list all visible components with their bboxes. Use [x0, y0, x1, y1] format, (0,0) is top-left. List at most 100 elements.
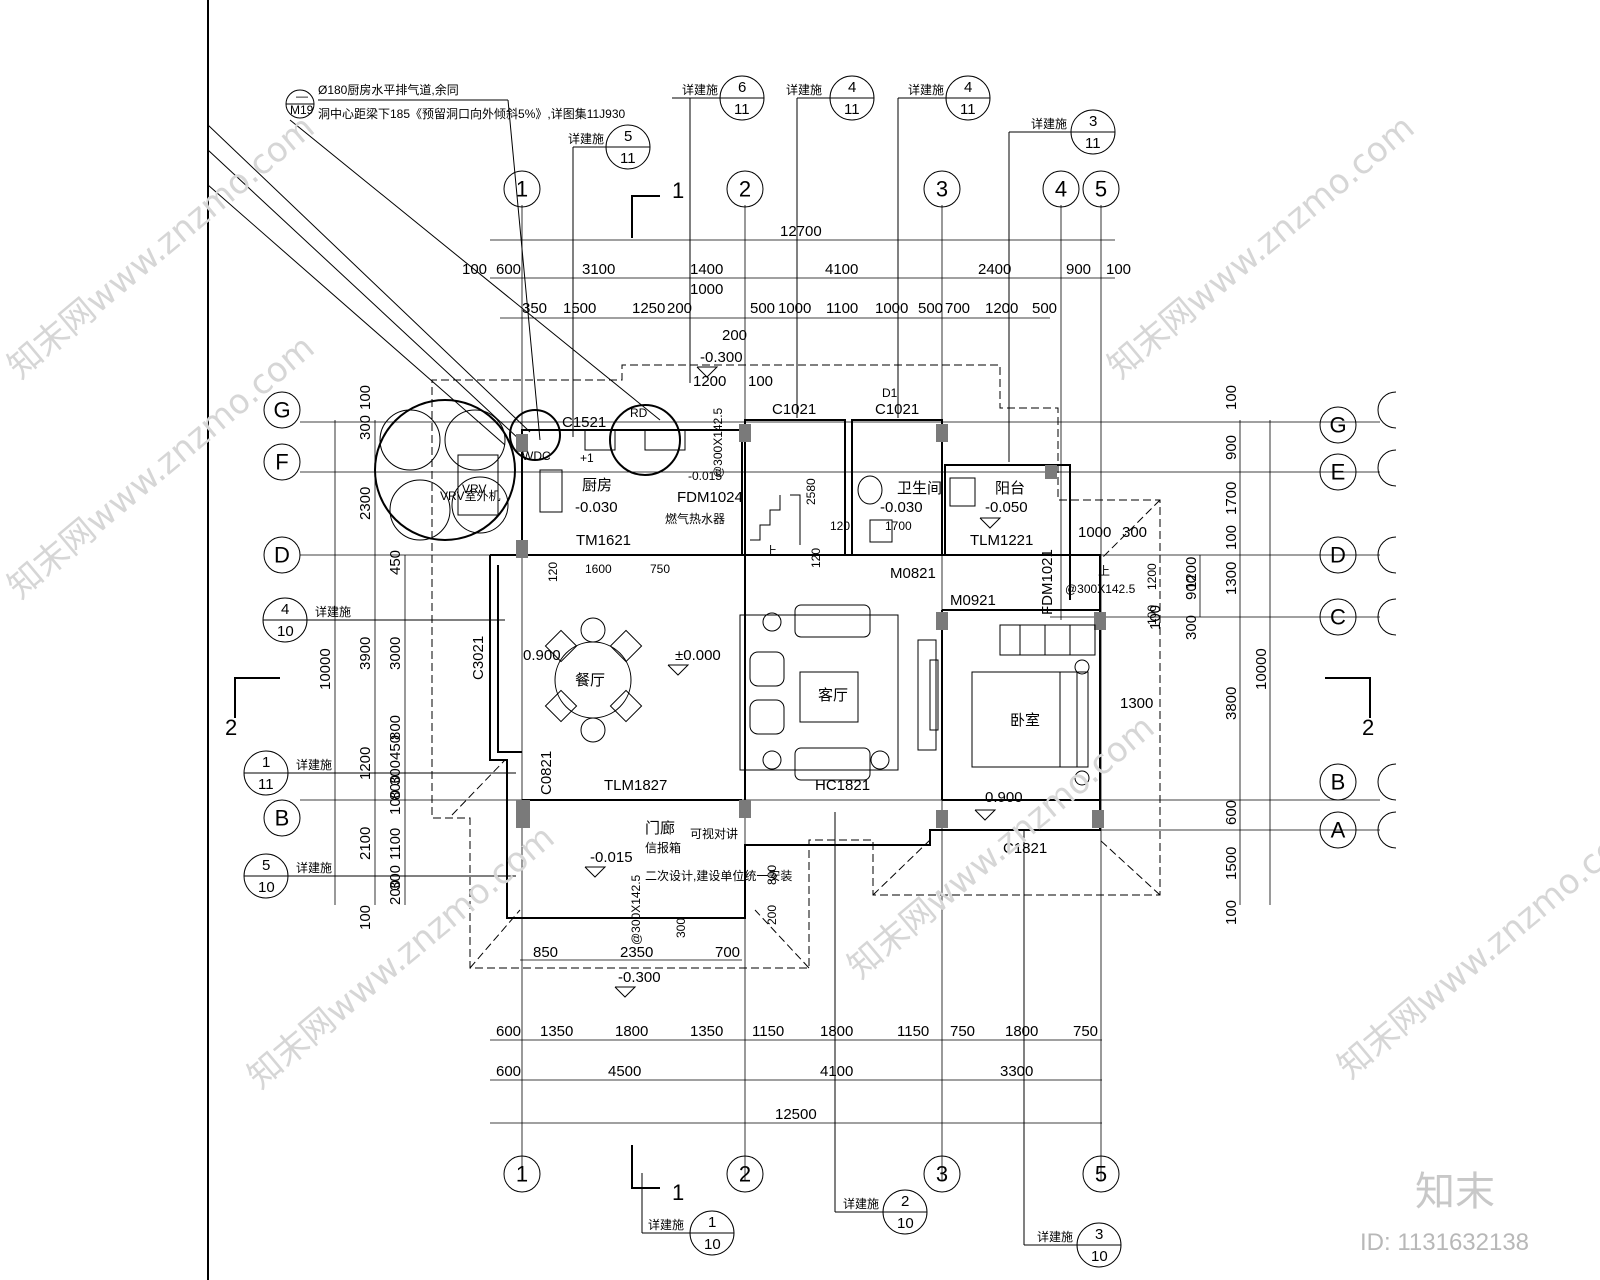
svg-text:2580: 2580	[804, 478, 818, 505]
svg-text:M0821: M0821	[890, 565, 936, 582]
svg-text:100: 100	[1106, 261, 1131, 278]
svg-text:上: 上	[1098, 564, 1110, 578]
leader-line	[207, 149, 521, 441]
svg-text:1100: 1100	[387, 828, 404, 860]
svg-text:750: 750	[650, 562, 670, 576]
svg-text:2300: 2300	[357, 487, 374, 520]
svg-text:1150: 1150	[897, 1023, 929, 1040]
tree-symbols	[374, 399, 681, 541]
callout: 详建施 1 11	[243, 750, 516, 796]
svg-text:3000: 3000	[387, 637, 404, 670]
room-label-balcony: 阳台	[995, 480, 1025, 497]
svg-text:100: 100	[1223, 385, 1240, 410]
svg-text:0.900: 0.900	[523, 647, 561, 664]
callout: 详建施 3 11	[1008, 109, 1116, 462]
detail-callouts: 详建施 6 11 详建施 4 11 详建施 4 11 详建施	[243, 75, 1122, 1268]
svg-text:10: 10	[704, 1236, 721, 1253]
interior-notes: 120 1600 750 120 2580 120 1700 300 800 2…	[440, 406, 1159, 945]
svg-text:1000: 1000	[690, 281, 723, 298]
svg-text:1700: 1700	[1223, 482, 1240, 515]
svg-text:1000: 1000	[875, 300, 908, 317]
svg-text:600: 600	[496, 1023, 521, 1040]
axis-label: F	[275, 450, 288, 475]
svg-text:C1021: C1021	[875, 401, 919, 418]
svg-text:2350: 2350	[620, 944, 653, 961]
callout: 详建施 3 10	[1023, 830, 1122, 1268]
axis-label: G	[1329, 413, 1346, 438]
axis-label: D	[274, 543, 290, 568]
svg-text:1800: 1800	[820, 1023, 853, 1040]
svg-text:5: 5	[624, 128, 632, 145]
bottom-dimensions: 600 1350 1800 1350 1150 1800 1150 750 18…	[490, 944, 1102, 1124]
svg-text:11: 11	[960, 101, 976, 118]
axis-label: 1	[516, 177, 528, 202]
svg-text:-0.030: -0.030	[575, 499, 618, 516]
image-id: ID: 1131632138	[1360, 1229, 1529, 1256]
svg-text:11: 11	[620, 150, 636, 167]
svg-text:1350: 1350	[690, 1023, 723, 1040]
callout: 详建施 4 11	[786, 75, 875, 418]
svg-text:@300X142.5: @300X142.5	[629, 874, 643, 945]
svg-text:洞中心距梁下185《预留洞口向外倾斜5%》,详图集11J93: 洞中心距梁下185《预留洞口向外倾斜5%》,详图集11J930	[318, 106, 626, 121]
svg-text:450: 450	[387, 550, 404, 575]
svg-text:1400: 1400	[690, 261, 723, 278]
svg-text:100: 100	[1145, 605, 1159, 625]
svg-text:4: 4	[964, 79, 972, 96]
svg-text:详建施: 详建施	[568, 131, 604, 146]
section-label: 2	[225, 715, 237, 740]
svg-text:300: 300	[357, 415, 374, 440]
svg-text:VRV: VRV	[462, 482, 486, 496]
axis-label: E	[1331, 460, 1346, 485]
svg-text:6: 6	[738, 79, 746, 96]
svg-text:1000: 1000	[1078, 524, 1111, 541]
room-labels: 厨房 餐厅 客厅 卫生间 阳台 卧室 门廊	[575, 477, 1040, 837]
axis-bubbles-left: G F D B	[263, 391, 301, 837]
svg-text:600: 600	[496, 1063, 521, 1080]
leader-line	[289, 119, 661, 421]
svg-text:1: 1	[708, 1214, 716, 1231]
svg-text:5: 5	[262, 857, 270, 874]
callout: 详建施 2 10	[834, 812, 928, 1235]
svg-text:3: 3	[1095, 1226, 1103, 1243]
svg-text:100: 100	[462, 261, 487, 278]
svg-text:800: 800	[765, 865, 779, 885]
svg-text:200: 200	[667, 300, 692, 317]
svg-text:C1521: C1521	[562, 414, 606, 431]
room-label-bathroom: 卫生间	[897, 480, 942, 497]
axis-label: A	[1331, 818, 1346, 843]
svg-text:C3021: C3021	[470, 636, 487, 680]
svg-text:详建施: 详建施	[1031, 116, 1067, 131]
svg-text:500: 500	[918, 300, 943, 317]
svg-text:500: 500	[750, 300, 775, 317]
svg-text:-0.030: -0.030	[880, 499, 923, 516]
svg-text:1000: 1000	[778, 300, 811, 317]
svg-text:VRV室外机: VRV室外机	[440, 488, 500, 503]
svg-text:1200: 1200	[1145, 563, 1159, 590]
svg-text:详建施: 详建施	[296, 860, 332, 875]
callout: 详建施 5 10	[243, 853, 516, 899]
room-label-dining: 餐厅	[575, 672, 605, 689]
axis-label: B	[1331, 770, 1346, 795]
svg-text:500: 500	[1032, 300, 1057, 317]
svg-text:2: 2	[901, 1193, 909, 1210]
svg-text:300: 300	[674, 918, 688, 938]
axis-label: 5	[1095, 1162, 1107, 1187]
walls	[489, 419, 1101, 919]
bedroom-furniture	[971, 624, 1096, 786]
svg-text:1200: 1200	[985, 300, 1018, 317]
svg-text:RD: RD	[630, 406, 648, 420]
svg-text:200: 200	[765, 905, 779, 925]
svg-text:11: 11	[1085, 135, 1101, 152]
living-room-furniture	[739, 604, 939, 781]
room-label-bedroom: 卧室	[1010, 712, 1040, 729]
svg-text:1800: 1800	[615, 1023, 648, 1040]
svg-text:750: 750	[1073, 1023, 1098, 1040]
svg-text:12500: 12500	[775, 1106, 817, 1123]
axis-bubbles-bottom: 1 2 3 5	[503, 1155, 1120, 1193]
svg-text:@300X142.5: @300X142.5	[711, 407, 725, 478]
svg-text:11: 11	[258, 776, 274, 793]
svg-text:详建施: 详建施	[315, 604, 351, 619]
room-label-porch: 门廊	[645, 820, 675, 837]
svg-text:2400: 2400	[978, 261, 1011, 278]
